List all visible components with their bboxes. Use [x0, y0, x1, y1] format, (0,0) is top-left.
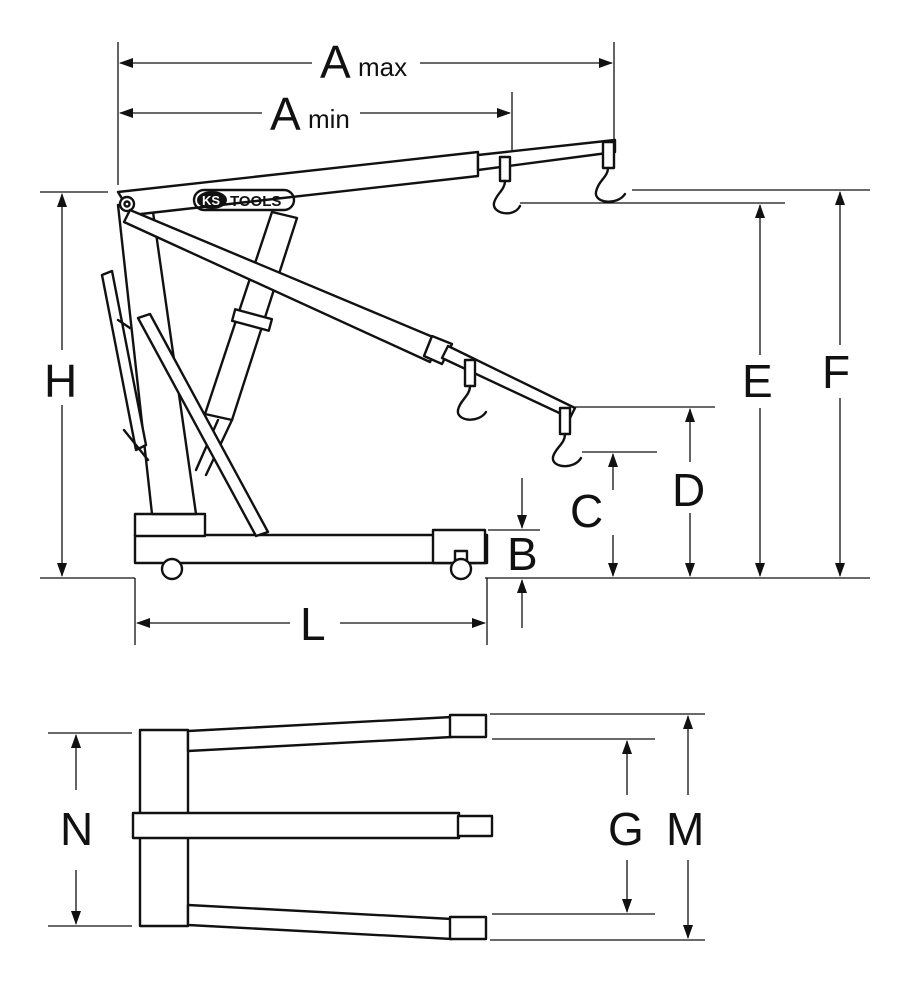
dimension-a-max: A max	[117, 36, 615, 185]
dimension-g: G	[492, 738, 655, 915]
label-l: L	[300, 598, 326, 650]
label-a-min-sub: min	[308, 104, 350, 134]
label-e: E	[742, 355, 773, 407]
dimension-m: M	[490, 713, 705, 941]
side-view: KS TOOLS	[40, 36, 870, 650]
boom-raised: KS TOOLS	[116, 138, 627, 217]
dimension-d: D	[575, 406, 715, 577]
label-a-max-sub: max	[358, 52, 407, 82]
top-view: N G M	[48, 713, 705, 941]
dimension-l: L	[134, 578, 488, 650]
hook-lowered-max	[551, 406, 583, 468]
dimension-a-min: A min	[119, 88, 513, 150]
hydraulic-cylinder	[194, 210, 299, 477]
dimension-h: H	[40, 191, 108, 577]
base-frame	[133, 512, 489, 581]
label-g: G	[608, 803, 644, 855]
label-m: M	[666, 803, 704, 855]
label-b: B	[507, 528, 538, 580]
hook-lowered-min	[456, 358, 488, 421]
dimension-b: B	[488, 478, 540, 628]
dimension-n: N	[48, 732, 132, 927]
logo-ks-text: KS	[202, 193, 220, 208]
label-f: F	[822, 346, 850, 398]
label-a-max: A	[320, 36, 351, 88]
dimension-c: C	[570, 451, 657, 577]
label-d: D	[672, 464, 705, 516]
hook-raised-max	[594, 140, 627, 203]
dimension-f: F	[632, 189, 870, 577]
boom-lowered	[122, 208, 583, 468]
label-h: H	[44, 355, 77, 407]
hook-raised-min	[492, 155, 522, 215]
ks-tools-logo: KS TOOLS	[192, 188, 296, 212]
label-n: N	[60, 803, 93, 855]
label-a-min: A	[270, 88, 301, 140]
logo-tools-text: TOOLS	[230, 193, 281, 210]
dimension-e: E	[520, 202, 785, 577]
pump-handle	[100, 269, 270, 538]
label-c: C	[570, 485, 603, 537]
